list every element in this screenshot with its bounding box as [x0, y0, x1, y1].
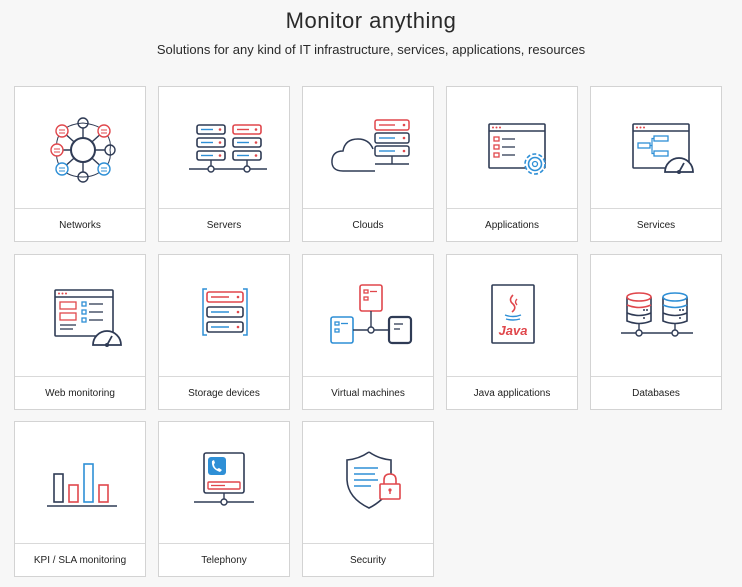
- tile-divider: [447, 376, 577, 377]
- tile-divider: [15, 543, 145, 544]
- tile-label: Telephony: [201, 554, 247, 566]
- network-icon: [15, 87, 145, 208]
- tile-databases[interactable]: Databases: [590, 254, 722, 410]
- cloud-icon: [303, 87, 433, 208]
- tile-security[interactable]: Security: [302, 421, 434, 577]
- tile-kpi-sla-monitoring[interactable]: KPI / SLA monitoring: [14, 421, 146, 577]
- tile-divider: [303, 543, 433, 544]
- tile-label: Java applications: [473, 387, 551, 399]
- tile-label: Security: [349, 554, 387, 566]
- tile-services[interactable]: Services: [590, 86, 722, 242]
- tile-clouds[interactable]: Clouds: [302, 86, 434, 242]
- databases-icon: [591, 255, 721, 376]
- tile-divider: [447, 208, 577, 209]
- tile-divider: [591, 376, 721, 377]
- tile-divider: [159, 543, 289, 544]
- tile-divider: [159, 208, 289, 209]
- tile-divider: [15, 376, 145, 377]
- telephony-icon: [159, 422, 289, 543]
- tile-label: Servers: [206, 219, 242, 231]
- java-logo-text: Java: [499, 323, 528, 338]
- applications-icon: [447, 87, 577, 208]
- tile-virtual-machines[interactable]: Virtual machines: [302, 254, 434, 410]
- tile-label: Storage devices: [188, 387, 260, 399]
- tile-label: Services: [636, 219, 676, 231]
- tile-divider: [303, 208, 433, 209]
- tile-label: Web monitoring: [45, 387, 115, 399]
- tile-label: Networks: [59, 219, 101, 231]
- page-subtitle: Solutions for any kind of IT infrastruct…: [156, 42, 586, 57]
- storage-devices-icon: [159, 255, 289, 376]
- tile-networks[interactable]: Networks: [14, 86, 146, 242]
- security-shield-icon: [303, 422, 433, 543]
- tile-applications[interactable]: Applications: [446, 86, 578, 242]
- tile-web-monitoring[interactable]: Web monitoring: [14, 254, 146, 410]
- java-icon: Java: [447, 255, 577, 376]
- tile-label: KPI / SLA monitoring: [33, 554, 127, 566]
- tile-divider: [303, 376, 433, 377]
- tile-divider: [15, 208, 145, 209]
- tile-divider: [591, 208, 721, 209]
- tile-storage-devices[interactable]: Storage devices: [158, 254, 290, 410]
- tile-label: Databases: [632, 387, 680, 399]
- tile-java-applications[interactable]: Java Java applications: [446, 254, 578, 410]
- tile-label: Virtual machines: [331, 387, 405, 399]
- page-title: Monitor anything: [285, 8, 457, 33]
- tile-label: Clouds: [352, 219, 384, 231]
- services-icon: [591, 87, 721, 208]
- virtual-machines-icon: [303, 255, 433, 376]
- tile-servers[interactable]: Servers: [158, 86, 290, 242]
- tile-divider: [159, 376, 289, 377]
- tile-telephony[interactable]: Telephony: [158, 421, 290, 577]
- kpi-chart-icon: [15, 422, 145, 543]
- tile-label: Applications: [485, 219, 539, 231]
- servers-icon: [159, 87, 289, 208]
- web-monitoring-icon: [15, 255, 145, 376]
